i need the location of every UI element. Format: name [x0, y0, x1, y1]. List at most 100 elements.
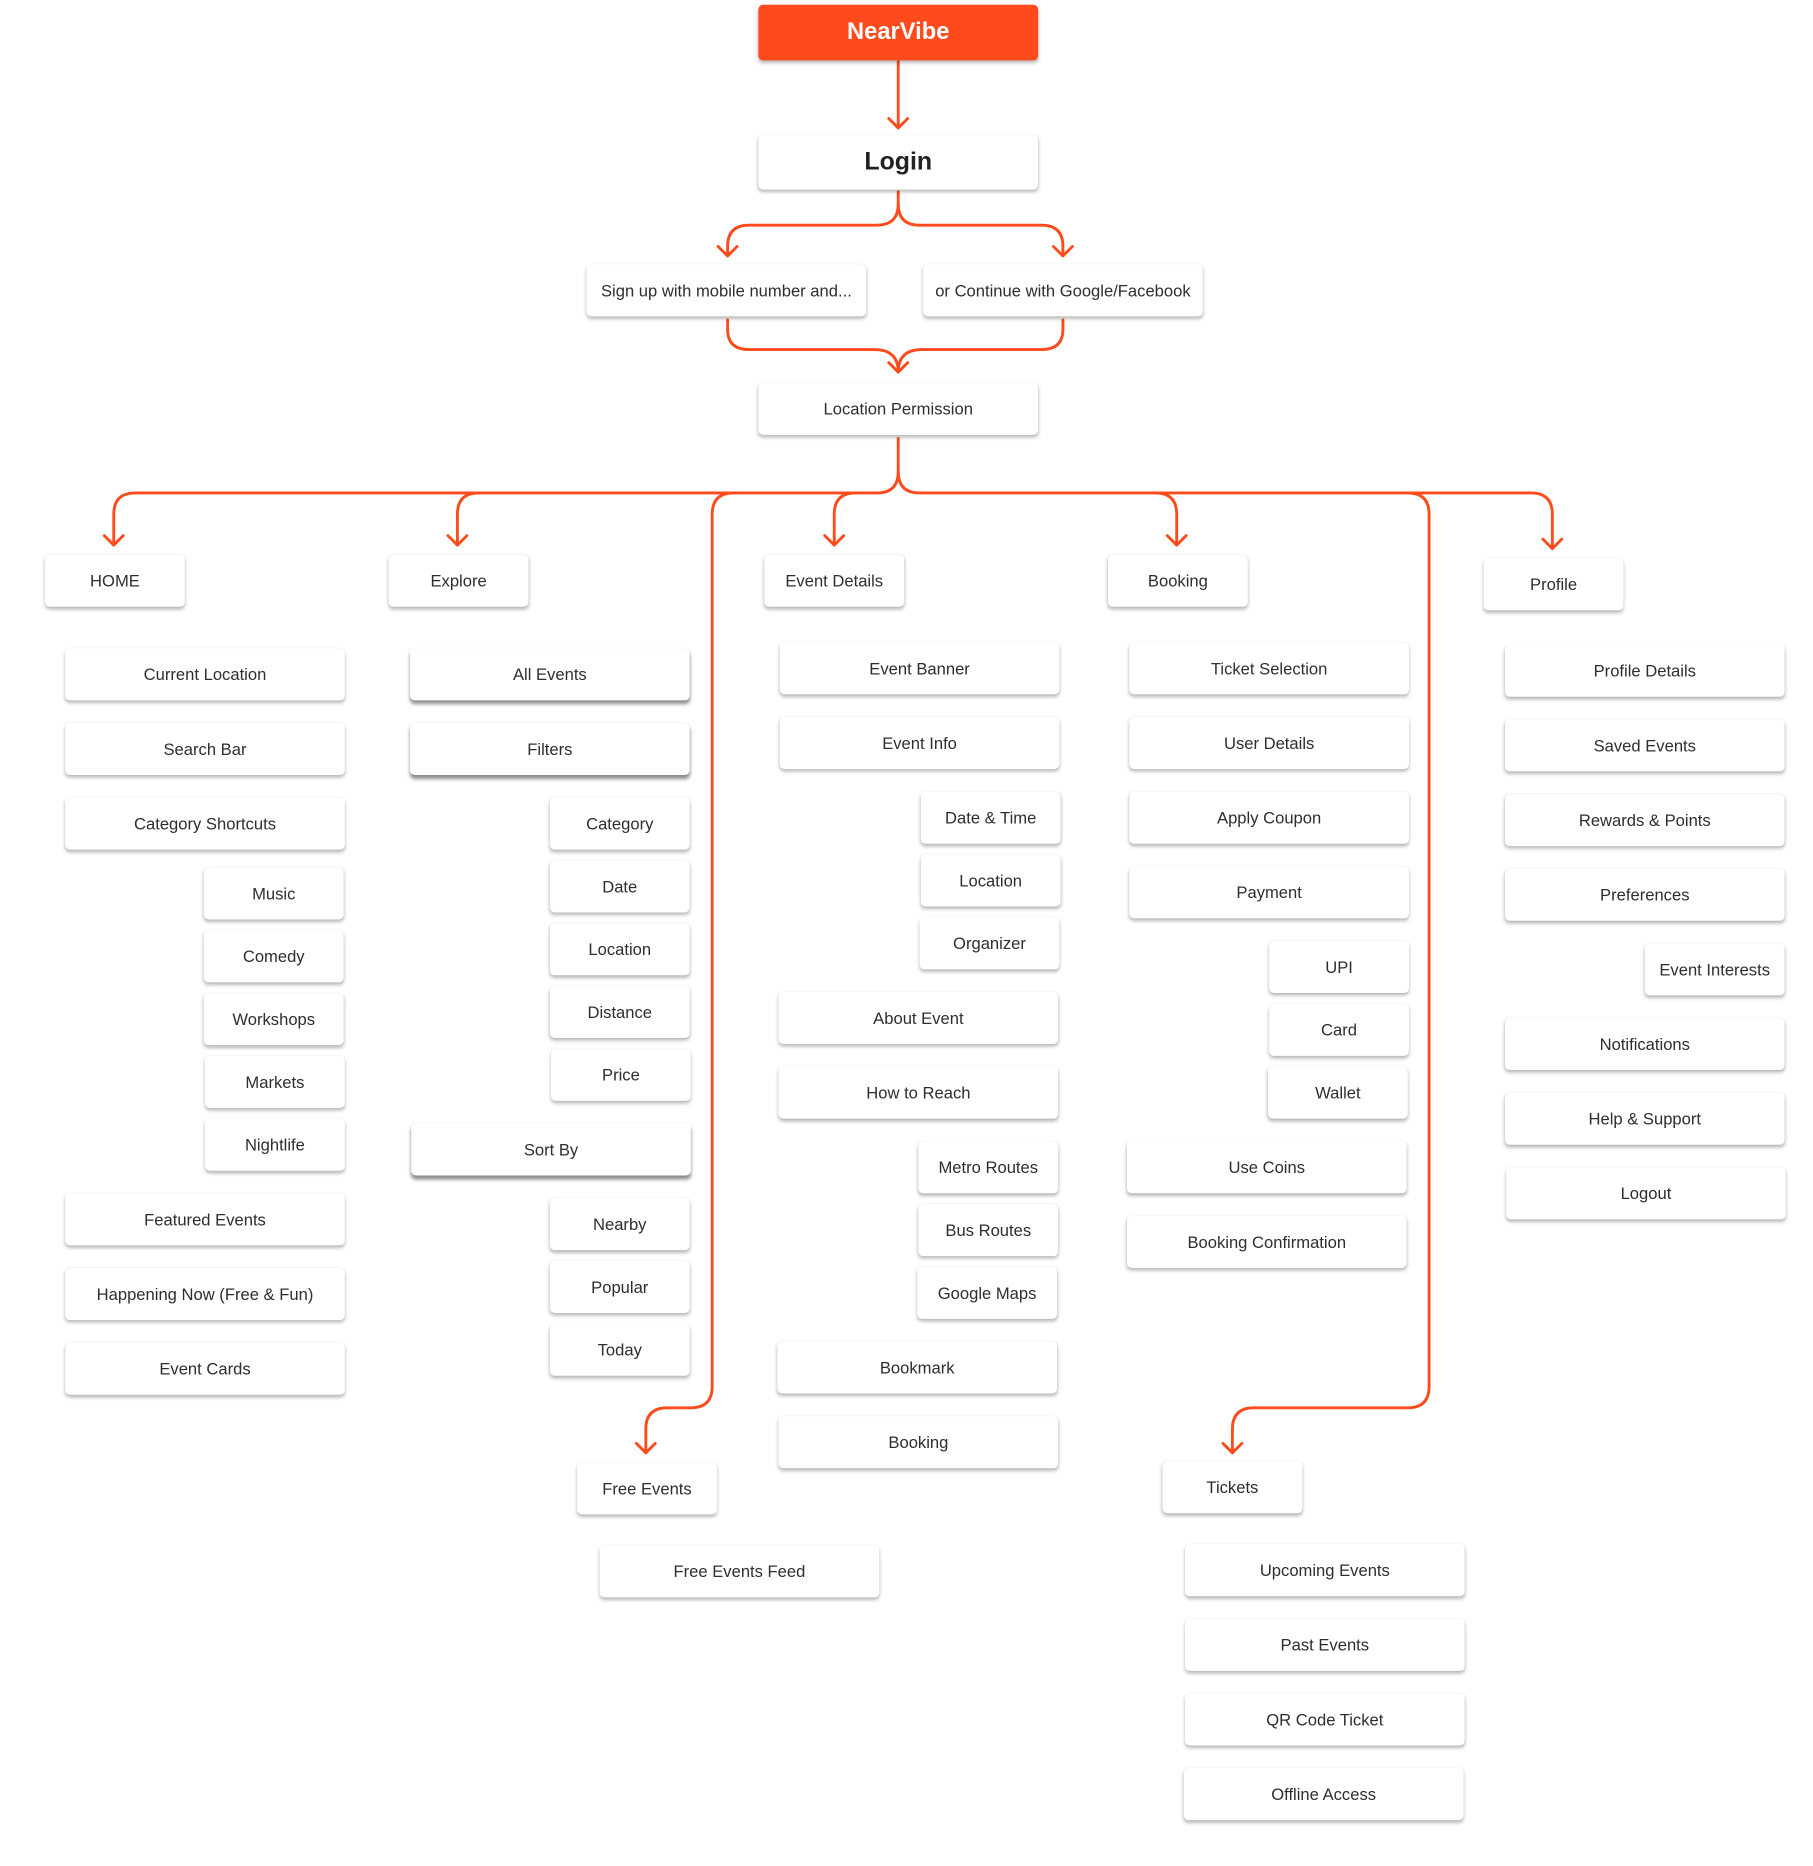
node-label: Category: [586, 814, 654, 834]
social-login-node: or Continue with Google/Facebook: [923, 264, 1203, 317]
event-details-item-bookmark: Bookmark: [777, 1341, 1058, 1394]
node-label: Search Bar: [163, 739, 247, 759]
home-item-event-cards: Event Cards: [65, 1342, 345, 1395]
event-details-item-bus-routes: Bus Routes: [918, 1203, 1059, 1257]
node-label: All Events: [512, 664, 587, 684]
node-label: Help & Support: [1588, 1109, 1702, 1129]
node-label: Google Maps: [937, 1283, 1037, 1303]
node-label: Upcoming Events: [1259, 1560, 1390, 1580]
node-label: User Details: [1223, 733, 1315, 753]
explore-node: Explore: [388, 554, 529, 607]
node-label: Free Events Feed: [673, 1561, 806, 1581]
node-label: Category Shortcuts: [133, 814, 277, 834]
tickets-item-offline-access: Offline Access: [1183, 1768, 1464, 1821]
node-label: Price: [602, 1065, 640, 1085]
home-item-current-location: Current Location: [65, 648, 345, 701]
node-label: or Continue with Google/Facebook: [935, 280, 1191, 300]
profile-item-preferences: Preferences: [1504, 868, 1785, 921]
signup-node: Sign up with mobile number and...: [586, 264, 867, 317]
node-label: Profile: [1530, 574, 1578, 594]
explore-item-filters: Filters: [410, 722, 690, 775]
node-label: Apply Coupon: [1217, 808, 1322, 828]
event-details-item-booking: Booking: [778, 1416, 1059, 1469]
explore-item-all-events: All Events: [410, 648, 690, 701]
explore-item-date: Date: [549, 860, 690, 913]
node-label: Event Cards: [159, 1359, 251, 1379]
booking-item-wallet: Wallet: [1267, 1066, 1408, 1119]
node-label: Notifications: [1599, 1034, 1690, 1054]
event-details-item-organizer: Organizer: [919, 917, 1060, 970]
node-label: Payment: [1236, 882, 1302, 902]
location-permission-node: Location Permission: [758, 382, 1039, 435]
profile-item-event-interests: Event Interests: [1644, 943, 1785, 996]
node-label: Event Interests: [1659, 959, 1771, 979]
node-label: Date & Time: [945, 808, 1037, 828]
explore-item-distance: Distance: [549, 985, 690, 1039]
node-label: Free Events: [602, 1478, 692, 1498]
node-label: Offline Access: [1271, 1784, 1377, 1804]
explore-item-nearby: Nearby: [549, 1198, 690, 1251]
profile-item-logout: Logout: [1506, 1167, 1786, 1220]
explore-item-price: Price: [551, 1048, 691, 1101]
explore-item-today: Today: [549, 1323, 690, 1376]
home-item-happening-now-free-fun: Happening Now (Free & Fun): [65, 1267, 345, 1321]
home-item-comedy: Comedy: [203, 930, 344, 983]
node-label: Bus Routes: [945, 1220, 1032, 1240]
node-label: Use Coins: [1228, 1157, 1306, 1177]
node-label: HOME: [90, 571, 140, 591]
node-label: Location: [959, 870, 1023, 890]
home-item-nightlife: Nightlife: [205, 1118, 345, 1171]
node-label: Popular: [591, 1277, 649, 1297]
profile-item-notifications: Notifications: [1504, 1017, 1785, 1071]
node-label: Rewards & Points: [1578, 810, 1711, 830]
node-label: Booking: [888, 1432, 949, 1452]
node-label: Ticket Selection: [1210, 658, 1328, 678]
booking-item-card: Card: [1269, 1003, 1409, 1056]
node-label: Filters: [527, 739, 573, 759]
node-label: Nearby: [592, 1214, 647, 1234]
profile-item-help-support: Help & Support: [1504, 1092, 1785, 1145]
profile-item-saved-events: Saved Events: [1504, 719, 1785, 772]
node-label: Login: [864, 148, 933, 176]
explore-item-location: Location: [549, 923, 690, 976]
booking-item-apply-coupon: Apply Coupon: [1129, 791, 1409, 844]
home-item-markets: Markets: [205, 1055, 345, 1108]
explore-item-popular: Popular: [549, 1260, 690, 1313]
app-title-node: NearVibe: [758, 4, 1039, 60]
booking-node: Booking: [1107, 554, 1248, 607]
event-details-item-event-info: Event Info: [779, 716, 1060, 770]
node-label: Today: [597, 1340, 642, 1360]
node-label: Profile Details: [1593, 661, 1696, 681]
node-label: Current Location: [143, 664, 267, 684]
profile-item-profile-details: Profile Details: [1504, 644, 1785, 697]
explore-item-category: Category: [549, 797, 690, 850]
node-label: UPI: [1325, 957, 1353, 977]
node-label: Past Events: [1280, 1635, 1370, 1655]
connector-arrows: [102, 60, 1564, 1455]
node-label: Logout: [1620, 1183, 1672, 1203]
home-item-featured-events: Featured Events: [65, 1193, 345, 1246]
node-label: Comedy: [242, 946, 305, 966]
node-label: Tickets: [1206, 1477, 1259, 1497]
node-label: Sign up with mobile number and...: [600, 280, 852, 300]
event-details-item-location: Location: [920, 854, 1061, 907]
event-details-item-how-to-reach: How to Reach: [778, 1066, 1059, 1119]
node-label: Booking: [1147, 571, 1208, 591]
node-label: Markets: [245, 1072, 305, 1092]
node-label: Card: [1321, 1020, 1358, 1040]
node-label: Date: [602, 876, 638, 896]
node-label: Bookmark: [879, 1358, 955, 1377]
event-details-item-google-maps: Google Maps: [917, 1266, 1058, 1319]
login-node: Login: [758, 135, 1039, 190]
profile-item-rewards-points: Rewards & Points: [1504, 793, 1785, 847]
node-label: NearVibe: [847, 18, 950, 45]
home-item-category-shortcuts: Category Shortcuts: [65, 797, 345, 850]
tickets-node: Tickets: [1162, 1461, 1303, 1514]
booking-item-upi: UPI: [1269, 940, 1409, 994]
booking-item-ticket-selection: Ticket Selection: [1129, 642, 1409, 695]
node-label: How to Reach: [866, 1083, 971, 1103]
explore-item-sort-by: Sort By: [411, 1123, 691, 1176]
node-label: About Event: [873, 1008, 964, 1028]
